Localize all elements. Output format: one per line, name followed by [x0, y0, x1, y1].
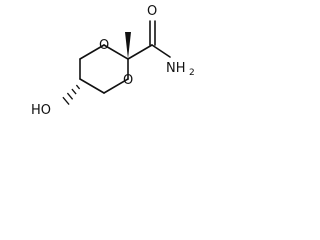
- atom-label-ring-oxygen-top: O: [99, 38, 109, 53]
- bond-c5-c6: [79, 78, 105, 94]
- bond-o3-c4: [79, 44, 105, 60]
- atom-label-hydroxyl: HO: [31, 103, 51, 118]
- bond-c2-o3: [103, 44, 129, 60]
- bond-c2-carbonyl-carbon: [127, 44, 153, 60]
- hashed-bond-hydroxyl: [62, 84, 81, 106]
- atom-label-ring-oxygen-bottom: O: [123, 73, 133, 88]
- atom-label-amide-nitrogen-subscript: 2: [189, 68, 195, 78]
- bond-carbonyl-carbon-nitrogen: [151, 44, 171, 58]
- bond-c6-o1: [103, 78, 129, 94]
- molecule-structure: O O O NH 2 HO: [31, 4, 195, 118]
- atom-label-carbonyl-oxygen: O: [147, 4, 157, 19]
- wedge-bond-methyl: [125, 32, 131, 59]
- atom-label-amide-nitrogen: NH: [166, 61, 186, 76]
